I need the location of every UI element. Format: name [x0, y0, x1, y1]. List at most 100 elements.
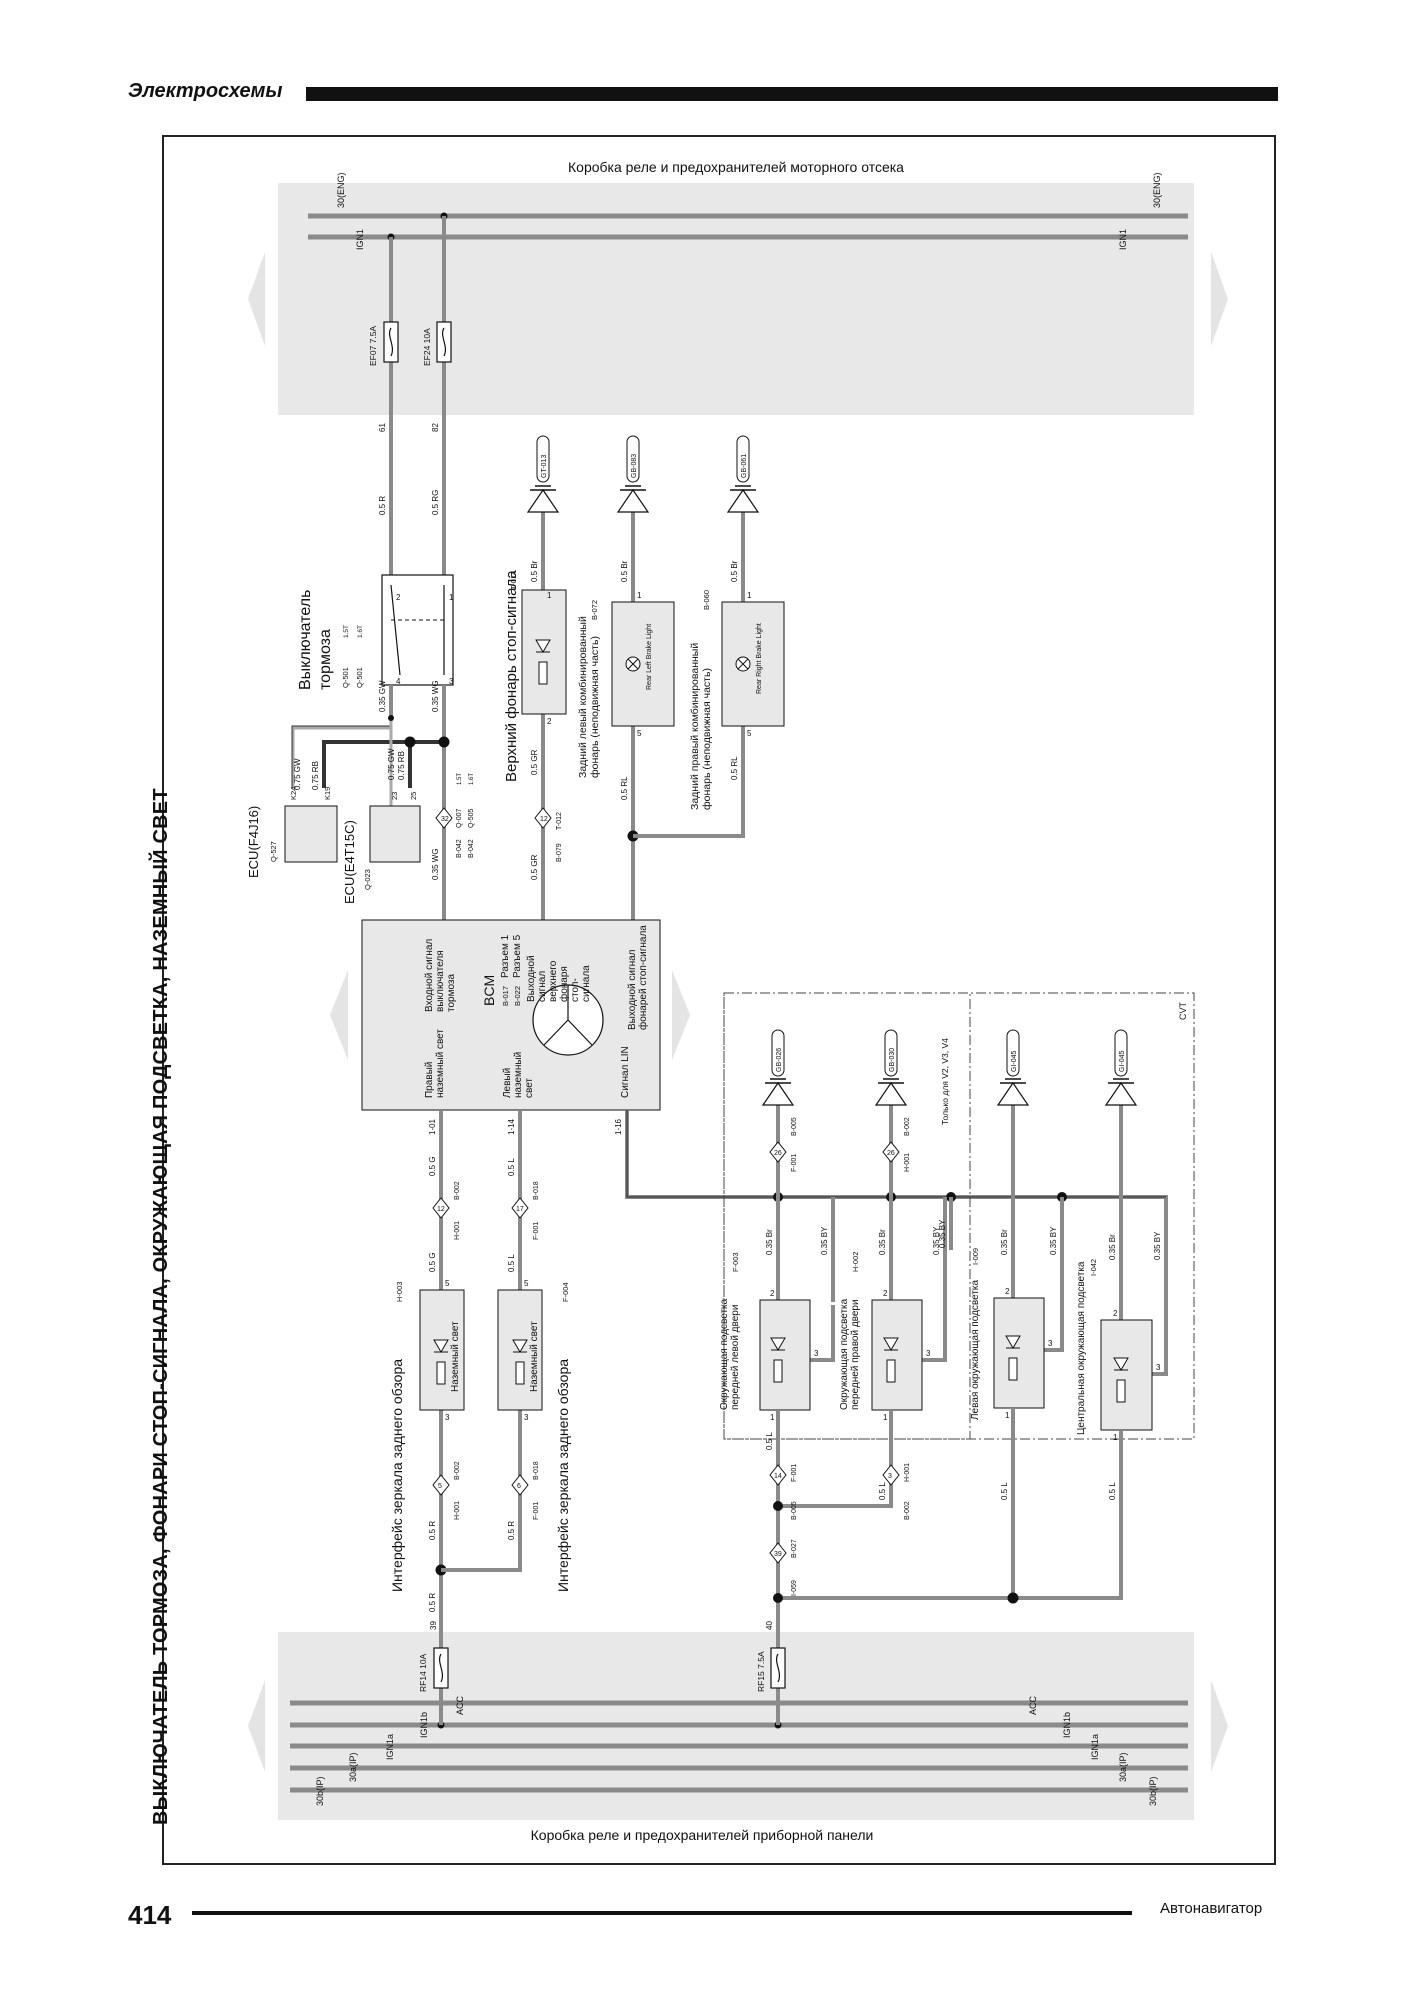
- pin-label: 25: [409, 792, 418, 800]
- component-label: Центральная окружающая подсветка: [1076, 1261, 1087, 1435]
- ground-icon: [616, 488, 650, 513]
- connector-id: F-004: [561, 1282, 570, 1302]
- fuse-label: RF14 10A: [418, 1653, 428, 1692]
- connector-id: B-017: [501, 986, 510, 1006]
- top-brake-lamp: GT-013 0.5 Br 1 2 Верхний фонарь стоп-си…: [503, 435, 567, 940]
- connector-id: B-005: [791, 1117, 798, 1136]
- bus-label: 30a(IP): [1118, 1752, 1128, 1782]
- wire-label: 0.5 R: [428, 1593, 437, 1612]
- bcm-label: Выходной: [526, 955, 537, 1002]
- pin-label: 23: [390, 792, 399, 800]
- pin-label: 5: [637, 729, 642, 738]
- ground-icon: [874, 1081, 908, 1106]
- wire-label: 0.5 G: [428, 1156, 437, 1176]
- connector-num: 6: [517, 1483, 521, 1490]
- ambient-front-left-door: 2 3 1 0.35 Br 0.35 BY Окружающая подсвет…: [719, 1197, 835, 1422]
- wire-label: 0.5 L: [878, 1482, 887, 1500]
- connector-id: GI-045: [1119, 1050, 1126, 1072]
- connector-num: 32: [441, 816, 449, 823]
- bcm-label: наземный: [513, 1052, 524, 1098]
- bcm-label: тормоза: [446, 974, 457, 1013]
- connector-id: F-001: [791, 1464, 798, 1482]
- pin-label: 1: [547, 591, 552, 600]
- bcm-label: Левый: [502, 1068, 513, 1098]
- component-label: передней правой двери: [850, 1299, 861, 1410]
- connector-id: B-018: [533, 1181, 540, 1200]
- panel-fuse-box: Коробка реле и предохранителей приборной…: [248, 1621, 1228, 1843]
- wire-label: 0.5 GR: [530, 749, 539, 775]
- connector-id: B-079: [556, 843, 563, 862]
- component-label: фонарь (неподвижная часть): [701, 668, 713, 810]
- connector-id: F-001: [533, 1502, 540, 1520]
- wire-label: 0.5 R: [428, 1521, 437, 1540]
- connector-note: 1.5T: [457, 773, 463, 785]
- component-sublabel: Наземный свет: [450, 1321, 461, 1392]
- wire-label: 0.35 Br: [765, 1229, 774, 1255]
- connector-num: 26: [887, 1150, 895, 1157]
- component-label: тормоза: [317, 629, 334, 690]
- wire-label: 0.5 GR: [530, 854, 539, 880]
- component-label: Окружающая подсветка: [719, 1298, 730, 1410]
- connector-id: B-018: [533, 1461, 540, 1480]
- connector-id: H-003: [395, 1282, 404, 1302]
- component-label: Задний правый комбинированный: [689, 643, 701, 810]
- bus-label: 30(ENG): [336, 172, 346, 208]
- connector-id: Q-505: [468, 808, 475, 828]
- nav-arrow-left-icon: [248, 252, 265, 346]
- wire-label: 0.5 L: [1000, 1482, 1009, 1500]
- pin-label: 3: [449, 677, 454, 686]
- connector-note: 1.6T: [357, 625, 364, 638]
- page-number: 414: [128, 1900, 172, 1930]
- connector-id: Q-501: [341, 667, 350, 688]
- component-label: BCM: [481, 975, 497, 1006]
- wire-label: 0.35 BY: [938, 1219, 947, 1248]
- fuse-label: RF15 7.5A: [756, 1651, 766, 1692]
- component-sublabel: Rear Right Brake Light: [756, 623, 763, 694]
- brake-switch: 0.5 R 0.5 RG 2 1 4 3 Выключатель тормоза…: [289, 422, 454, 930]
- header-bar: [306, 87, 1278, 101]
- connector-id: I-059: [791, 1580, 798, 1596]
- connector-id: GB-030: [889, 1048, 896, 1072]
- connector-id: Q-527: [269, 841, 278, 862]
- pin-label: 39: [429, 1621, 438, 1630]
- bus-label: 30a(IP): [348, 1752, 358, 1782]
- component-label: Интерфейс зеркала заднего обзора: [555, 1359, 571, 1592]
- connector-id: Q-501: [355, 667, 364, 688]
- wire-label: 0.5 L: [765, 1432, 774, 1450]
- pin-label: 3: [926, 1349, 931, 1358]
- connector-id: H-002: [851, 1252, 860, 1272]
- pin-label: 1: [770, 1413, 775, 1422]
- wire-label: 0.35 Br: [1000, 1229, 1009, 1255]
- pin-label: 1: [747, 591, 752, 600]
- ground-icon: [996, 1081, 1030, 1106]
- ecu-e4t15c: ECU(E4T15C) Q-023: [342, 805, 421, 904]
- nav-arrow-left-icon: [248, 1680, 265, 1772]
- wire-label: 0.35 BY: [820, 1226, 829, 1255]
- ground-icon: [761, 1081, 795, 1106]
- pin-label: 3: [524, 1413, 529, 1422]
- wire-label: 0.5 G: [428, 1252, 437, 1272]
- mirror-left: 1-14 0.5 L 17 F-001 B-018 0.5 L Наземный…: [441, 1110, 571, 1592]
- connector-note: 1.6T: [469, 773, 475, 785]
- connector-id: B-042: [456, 839, 463, 858]
- rear-right-lamp: GB-061 0.5 Br Rear Right Brake Light 1 5…: [633, 435, 785, 838]
- connector-id: GT-013: [541, 455, 548, 478]
- pin-label: K24: [289, 787, 298, 800]
- wire-label: 0.35 Br: [878, 1229, 887, 1255]
- connector-num: 26: [774, 1150, 782, 1157]
- component-label: ECU(F4J16): [246, 806, 261, 878]
- connector-id: GB-026: [776, 1048, 783, 1072]
- pin-label: 40: [765, 1621, 774, 1630]
- component-sublabel: Rear Left Brake Light: [646, 624, 653, 690]
- pin-label: 5: [445, 1279, 450, 1288]
- bus-label: IGN1a: [1090, 1734, 1100, 1760]
- panel-box-label: Коробка реле и предохранителей приборной…: [531, 1827, 874, 1843]
- connector-id: B-060: [702, 590, 711, 610]
- pin-label: 1: [1113, 1433, 1118, 1442]
- pin-label: 1: [1005, 1411, 1010, 1420]
- bcm-label: Разъем 1: [500, 934, 511, 978]
- connector-num: 39: [774, 1551, 782, 1558]
- pin-label: 4: [396, 677, 401, 686]
- bus-label: IGN1: [1118, 229, 1128, 250]
